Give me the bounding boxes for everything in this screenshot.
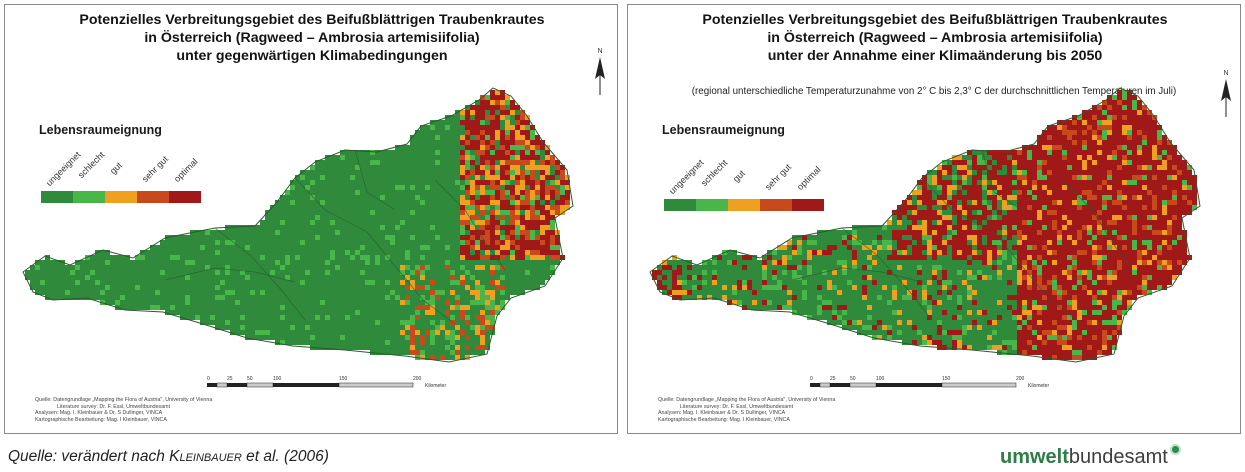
- map-title-line-2: in Österreich (Ragweed – Ambrosia artemi…: [767, 30, 1103, 46]
- figure-source: Quelle: verändert nach Kleinbauer et al.…: [8, 448, 329, 466]
- credit-line: Kartographische Bearbeitung: Mag. I Klei…: [658, 416, 790, 423]
- north-arrow-icon: N: [590, 45, 610, 97]
- scale-label: 25: [227, 376, 233, 382]
- map-title-line-3: unter gegenwärtigen Klimabedingungen: [176, 48, 448, 64]
- source-author: Kleinbauer: [169, 448, 242, 465]
- credit-line: Analysen: Mag. I. Kleinbauer & Dr. S Dul…: [35, 410, 163, 416]
- legend-swatch-gut: [105, 191, 137, 203]
- legend-title: Lebensraumeignung: [39, 123, 162, 137]
- credit-line: Analysen: Mag. I. Kleinbauer & Dr. S Dul…: [658, 410, 786, 416]
- state-border: [434, 179, 506, 271]
- habitat-raster: [25, 90, 570, 360]
- legend-swatch-schlecht: [73, 191, 105, 203]
- map-title-line-2: in Österreich (Ragweed – Ambrosia artemi…: [144, 30, 480, 46]
- map-title: Potenzielles Verbreitungsgebiet des Beif…: [15, 11, 609, 65]
- source-suffix: et al. (2006): [241, 448, 329, 465]
- scale-label: 200: [1016, 376, 1025, 382]
- austria-habitat-map: [22, 87, 574, 363]
- state-border: [981, 149, 1023, 211]
- legend-swatch-sehr-gut: [760, 199, 792, 211]
- state-border: [354, 149, 396, 211]
- state-border: [791, 267, 923, 283]
- country-border: [649, 87, 1201, 363]
- north-arrow-icon: N: [1216, 67, 1236, 119]
- scale-label: 50: [850, 376, 856, 382]
- map-credits: Quelle: Datengrundlage „Mapping the Flor…: [658, 397, 835, 423]
- scale-label: 150: [339, 376, 348, 382]
- map-title-line-3: unter der Annahme einer Klimaänderung bi…: [767, 48, 1103, 64]
- legend-swatch-sehr-gut: [137, 191, 169, 203]
- svg-text:N: N: [1223, 70, 1228, 77]
- legend: ungeeignet schlecht gut sehr gut optimal: [664, 131, 834, 211]
- legend: ungeeignet schlecht gut sehr gut optimal: [41, 123, 211, 203]
- state-border: [841, 227, 933, 321]
- scale-label: 150: [942, 376, 951, 382]
- logo-word-regular: bundesamt: [1068, 446, 1168, 468]
- legend-swatch-optimal: [169, 191, 201, 203]
- svg-text:N: N: [597, 48, 602, 55]
- umweltbundesamt-logo[interactable]: umweltbundesamt: [1000, 444, 1240, 472]
- country-border: [22, 87, 574, 363]
- legend-swatch-gut: [728, 199, 760, 211]
- credit-line: Literature survey: Dr. F. Essl, Umweltbu…: [680, 403, 794, 410]
- scale-bar: 0 25 50 100 150 200 Kilometer: [207, 376, 446, 389]
- credit-line: Kartographische Bearbeitung: Mag. I Klei…: [35, 416, 167, 423]
- legend-title: Lebensraumeignung: [662, 123, 785, 137]
- map-subnote: (regional unterschiedliche Temperaturzun…: [691, 86, 1177, 97]
- scale-label: 50: [247, 376, 253, 382]
- state-border: [294, 177, 456, 325]
- map-title-line-1: Potenzielles Verbreitungsgebiet des Beif…: [79, 12, 545, 28]
- credit-line: Quelle: Datengrundlage „Mapping the Flor…: [35, 397, 213, 403]
- map-title: Potenzielles Verbreitungsgebiet des Beif…: [638, 11, 1232, 65]
- map-panel-2050: Potenzielles Verbreitungsgebiet des Beif…: [627, 4, 1241, 434]
- legend-swatch-schlecht: [696, 199, 728, 211]
- state-border: [214, 227, 306, 321]
- logo-mark-icon: [1169, 444, 1181, 455]
- legend-swatch-ungeeignet: [664, 199, 696, 211]
- state-border: [1061, 179, 1133, 271]
- source-prefix: Quelle: verändert nach: [8, 448, 170, 465]
- state-border: [164, 267, 296, 283]
- credit-line: Quelle: Datengrundlage „Mapping the Flor…: [658, 397, 836, 403]
- map-title-line-1: Potenzielles Verbreitungsgebiet des Beif…: [702, 12, 1168, 28]
- state-border: [921, 177, 1083, 325]
- scale-label: 0: [810, 376, 813, 382]
- map-credits: Quelle: Datengrundlage „Mapping the Flor…: [35, 397, 212, 423]
- scale-label: 200: [413, 376, 422, 382]
- credit-line: Literature survey: Dr. F. Essl, Umweltbu…: [57, 403, 171, 410]
- logo-word-bold: umwelt: [1000, 446, 1069, 468]
- scale-label: 100: [273, 376, 282, 382]
- scale-label-unit: Kilometer: [425, 383, 446, 389]
- scale-label: 100: [876, 376, 885, 382]
- legend-swatch-ungeeignet: [41, 191, 73, 203]
- scale-label-unit: Kilometer: [1028, 383, 1049, 389]
- habitat-raster: [652, 90, 1197, 360]
- legend-swatch-optimal: [792, 199, 824, 211]
- scale-label: 0: [207, 376, 210, 382]
- map-panel-present: Potenzielles Verbreitungsgebiet des Beif…: [4, 4, 618, 434]
- scale-bar: 0 25 50 100 150 200 Kilometer: [810, 376, 1049, 389]
- scale-label: 25: [830, 376, 836, 382]
- austria-habitat-map: [649, 87, 1201, 363]
